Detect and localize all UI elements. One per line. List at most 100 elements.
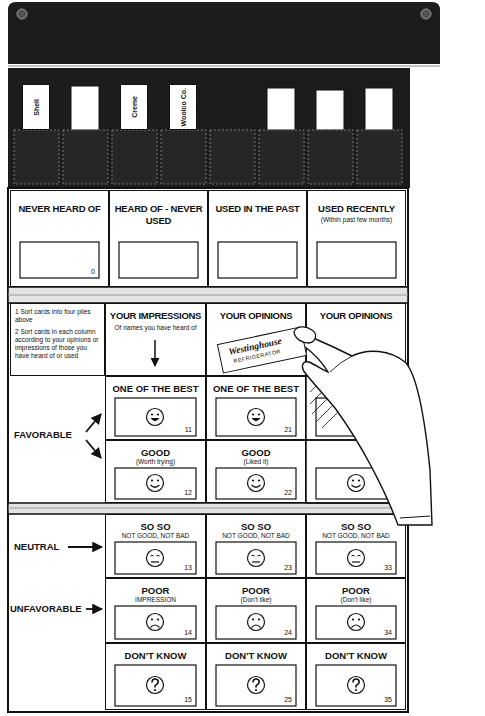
heading-text: DON'T KNOW <box>106 650 205 661</box>
heading-text: SO SO <box>207 521 305 532</box>
rating-cell: POORIMPRESSION 14 <box>105 578 206 643</box>
smile-face <box>348 475 365 492</box>
blank-card <box>71 86 99 130</box>
rating-cell: DON'T KNOW 15 <box>105 643 206 710</box>
question-face <box>248 677 265 694</box>
category-label: FAVORABLE <box>14 429 72 440</box>
card-pocket <box>357 130 402 184</box>
rating-pocket <box>316 606 396 639</box>
pointer-arrow <box>68 546 102 548</box>
heading-text: GOOD <box>106 447 205 458</box>
heading-text: DON'T KNOW <box>207 650 305 661</box>
grin-face <box>248 409 265 426</box>
note-text: (Don't like) <box>307 596 405 604</box>
snap-button <box>421 9 431 19</box>
instruction-text: 2 Sort cards in each column according to… <box>15 328 100 360</box>
note-text: Of names you have heard of <box>106 324 205 331</box>
column-header: YOUR IMPRESSIONSOf names you have heard … <box>105 303 206 376</box>
pile-pocket <box>20 242 99 278</box>
smile-face <box>147 475 164 492</box>
question-face <box>147 677 164 694</box>
pocket-number: 35 <box>384 696 392 703</box>
heading-text: USED RECENTLY <box>310 203 403 215</box>
rating-cell: SO SONOT GOOD, NOT BAD 23 <box>206 514 306 578</box>
neutral-face <box>147 550 164 567</box>
card-pocket <box>308 130 353 184</box>
grin-face <box>147 409 164 426</box>
neutral-face <box>348 550 365 567</box>
brand-card: Woolco Co. <box>169 84 197 130</box>
heading-text: HEARD OF - NEVER USED <box>112 203 205 227</box>
card-text: Woolco Co. <box>180 88 187 126</box>
rating-pocket <box>316 468 396 499</box>
heading-text: POOR <box>207 585 305 596</box>
note-text: NOT GOOD, NOT BAD <box>207 532 305 540</box>
rating-pocket <box>216 398 296 436</box>
pocket-number: 12 <box>184 489 192 496</box>
pile-box: NEVER HEARD OF 0 <box>10 190 109 287</box>
heading-text: ONE OF THE BEST <box>106 383 205 394</box>
heading-text: YOUR OPINIONS <box>207 310 305 322</box>
rating-pocket <box>216 542 296 574</box>
rating-cell: DON'T KNOW 25 <box>206 643 306 710</box>
rating-pocket <box>115 398 196 436</box>
cuff-line <box>400 516 430 518</box>
rating-pocket <box>115 606 196 639</box>
metal-bar <box>8 287 408 303</box>
rating-pocket <box>316 398 396 436</box>
card-text: Shell <box>33 99 40 116</box>
pocket-number: 23 <box>284 564 292 571</box>
category-label: NEUTRAL <box>14 541 59 552</box>
card-pocket <box>63 130 108 184</box>
brand-card: Creme <box>120 84 148 130</box>
pocket-number: 15 <box>184 696 192 703</box>
pocket-panel <box>8 68 410 188</box>
frown-face <box>348 614 365 631</box>
rating-cell: SO SONOT GOOD, NOT BAD33 <box>306 514 406 578</box>
heading-text: POOR <box>106 585 205 596</box>
shadow-hatching <box>310 380 338 428</box>
pile-pocket <box>119 242 198 278</box>
rating-pocket <box>216 606 296 639</box>
blank-card <box>267 88 295 130</box>
pile-box: HEARD OF - NEVER USED <box>109 190 208 287</box>
pocket-number: 34 <box>384 629 392 636</box>
rating-pocket <box>316 542 396 574</box>
rating-pocket <box>216 665 296 706</box>
rating-cell: GOOD(Liked it)22 <box>206 440 306 503</box>
rating-pocket <box>115 468 196 499</box>
card-pocket <box>112 130 157 184</box>
flap-edge <box>8 66 440 67</box>
note-text: (Don't like) <box>207 596 305 604</box>
neutral-face <box>248 550 265 567</box>
frown-face <box>147 614 164 631</box>
board-frame <box>8 188 408 712</box>
rating-cell-frame <box>306 376 406 440</box>
down-arrow <box>154 340 156 366</box>
note-text: (Worth trying) <box>106 458 205 466</box>
knuckle-line <box>330 356 352 372</box>
smile-face <box>248 475 265 492</box>
pocket-number: 14 <box>184 629 192 636</box>
note-text: (Liked it) <box>207 458 305 466</box>
heading-text: NEVER HEARD OF <box>13 203 106 215</box>
rating-cell: POOR(Don't like) 24 <box>206 578 306 643</box>
pocket-number: 25 <box>284 696 292 703</box>
cover-flap <box>8 2 440 64</box>
rating-cell: ONE OF THE BEST 11 <box>105 376 206 440</box>
note-text: IMPRESSION <box>106 596 205 604</box>
heading-text: ONE OF THE BEST <box>207 383 305 394</box>
heading-text: SO SO <box>307 521 405 532</box>
question-face <box>348 677 365 694</box>
pocket-number: 0 <box>91 268 95 275</box>
pocket-number: 11 <box>185 426 192 433</box>
bar-shine <box>8 508 408 509</box>
heading-text: YOUR OPINIONS <box>307 310 405 322</box>
rating-pocket <box>115 542 196 574</box>
card-pocket <box>14 130 59 184</box>
pointer-arrow <box>86 414 101 432</box>
pocket-number: 24 <box>284 629 292 636</box>
bar-shine <box>8 295 408 296</box>
rating-cell-frame <box>306 440 406 503</box>
